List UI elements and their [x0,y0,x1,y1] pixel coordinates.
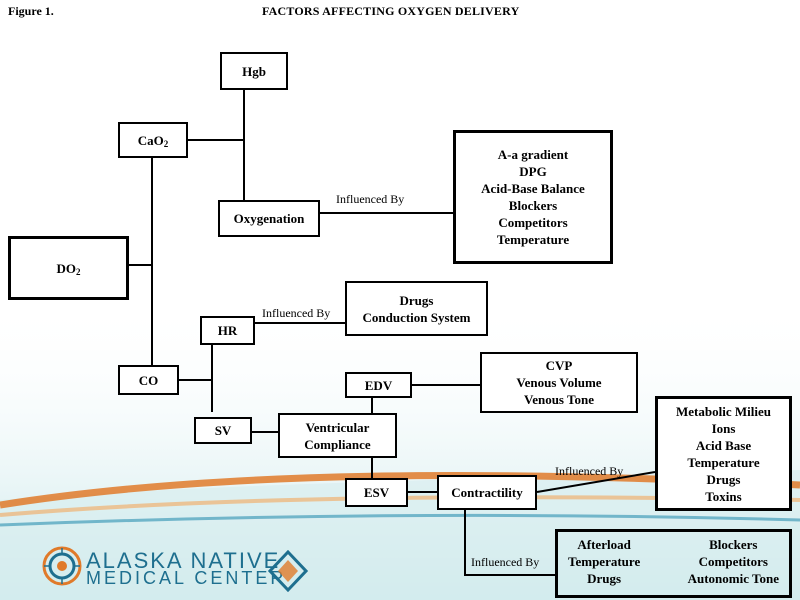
node-edv-label: EDV [364,377,393,393]
edge-label-contractility-down: Influenced By [471,555,540,569]
compliance-line-1: Ventricular [305,419,370,435]
edge-label-hr: Influenced By [262,306,331,320]
node-oxygenation-label: Oxygenation [233,211,305,226]
oxy-factor-4: Blockers [508,198,558,213]
contractility-factor-2: Ions [711,420,736,436]
edv-factor-2: Venous Volume [516,375,602,390]
node-esv-label: ESV [363,485,390,500]
diagram-title: FACTORS AFFECTING OXYGEN DELIVERY [262,4,520,18]
node-oxygenation-factors: A-a gradient DPG Acid-Base Balance Block… [453,130,613,264]
node-do2: DO2 [8,236,129,300]
node-hr-label: HR [217,323,238,338]
edge-label-contractility-right: Influenced By [555,464,624,478]
logo-text-line2: MEDICAL CENTER [86,568,287,588]
oxy-factor-6: Temperature [496,232,570,247]
bottom-left-factor-1: Afterload [577,537,631,552]
logo-text-line1: ALASKA NATIVE [86,548,281,573]
node-bottom-factors: Afterload Temperature Drugs Blockers Com… [555,529,792,598]
node-cao2-label: CaO2 [137,132,169,149]
bottom-left-factor-3: Drugs [587,571,622,586]
oxy-factor-1: A-a gradient [497,147,569,162]
contractility-factor-5: Drugs [706,471,741,487]
contractility-factor-6: Toxins [705,488,742,504]
bottom-right-factor-2: Competitors [698,554,768,569]
edge-label-oxygenation: Influenced By [336,192,405,206]
node-oxygenation: Oxygenation [218,200,320,237]
node-hr: HR [200,316,255,345]
bottom-right-factor-3: Autonomic Tone [687,571,779,586]
edv-factor-3: Venous Tone [524,392,594,407]
node-ventricular-compliance: Ventricular Compliance [278,413,397,458]
logo-emblem-icon [42,546,82,586]
node-cao2: CaO2 [118,122,188,158]
edge-contractility-factors [536,471,656,493]
node-sv-label: SV [214,423,232,438]
bottom-factors-left: Afterload Temperature Drugs [568,532,640,587]
node-contractility: Contractility [437,475,537,510]
edge-contractility-bottom [464,510,555,576]
bottom-factors-right: Blockers Competitors Autonomic Tone [688,532,779,587]
hr-factor-2: Conduction System [362,309,471,325]
node-hr-factors: Drugs Conduction System [345,281,488,336]
node-contractility-label: Contractility [451,485,523,500]
node-co-label: CO [138,372,159,388]
oxy-factor-3: Acid-Base Balance [481,181,585,196]
node-hgb-label: Hgb [242,63,266,79]
node-sv: SV [194,417,252,444]
bottom-left-factor-2: Temperature [568,554,641,569]
oxy-factor-5: Competitors [498,215,568,230]
figure-label: Figure 1. [8,4,54,18]
contractility-factor-1: Metabolic Milieu [676,403,771,419]
node-edv: EDV [345,372,412,398]
contractility-factor-4: Temperature [687,454,760,470]
hr-factor-1: Drugs [399,292,434,308]
edge-co-hr-sv [179,345,213,381]
node-hgb: Hgb [220,52,288,90]
logo-diamond-icon [268,550,308,592]
node-do2-label: DO2 [56,260,81,277]
compliance-line-2: Compliance [304,436,371,452]
edv-factor-1: CVP [545,358,573,373]
node-contractility-factors: Metabolic Milieu Ions Acid Base Temperat… [655,396,792,511]
oxy-factor-2: DPG [519,164,547,179]
node-co: CO [118,365,179,395]
contractility-factor-3: Acid Base [695,437,752,453]
node-esv: ESV [345,478,408,507]
node-edv-factors: CVP Venous Volume Venous Tone [480,352,638,413]
bottom-right-factor-1: Blockers [709,537,758,552]
